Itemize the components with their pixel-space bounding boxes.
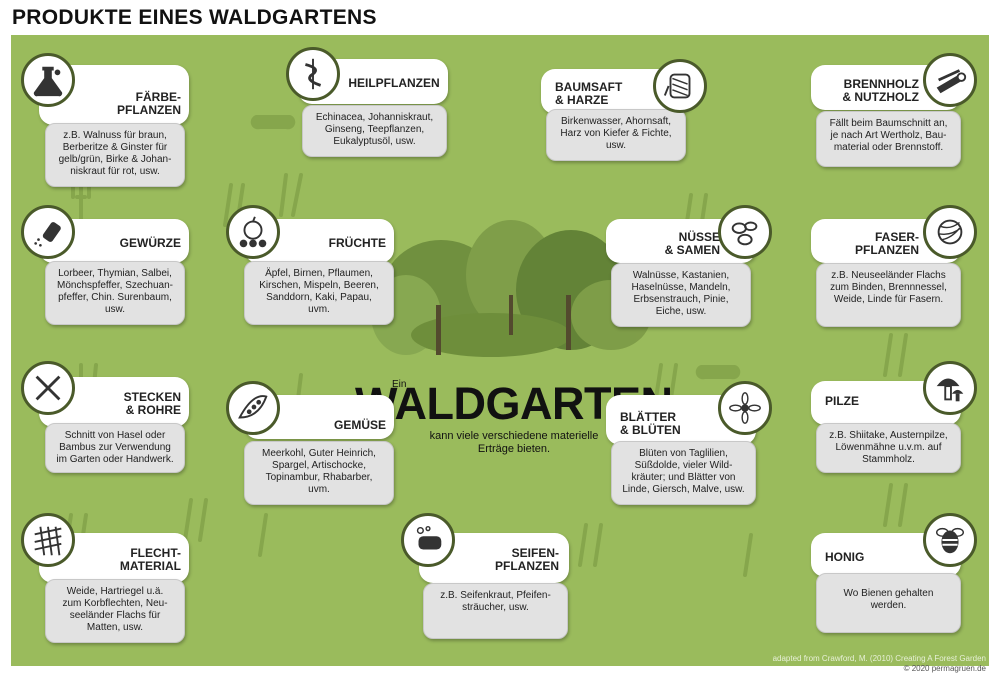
card-text: z.B. Walnuss für braun, Berberitze & Gin… — [45, 123, 185, 187]
card-text: Birkenwasser, Ahornsaft, Harz von Kiefer… — [546, 109, 686, 161]
card-text: Wo Bienen gehalten werden. — [816, 573, 961, 633]
diagram-canvas: Ein WALDGARTEN kann viele verschiedene m… — [11, 35, 989, 666]
caduceus-icon — [286, 47, 340, 101]
center-kicker: Ein — [392, 379, 407, 390]
card-title: SEIFEN- PFLANZEN — [495, 546, 559, 573]
card-text: Schnitt von Hasel oder Bambus zur Verwen… — [45, 423, 185, 473]
dye-flask-icon — [21, 53, 75, 107]
card-title: BRENNHOLZ & NUTZHOLZ — [842, 77, 919, 104]
card-text: Walnüsse, Kastanien, Haselnüsse, Mandeln… — [611, 263, 751, 327]
center-subtitle: kann viele verschiedene materielle Erträ… — [429, 430, 599, 455]
card-title: FASER- PFLANZEN — [855, 230, 919, 257]
pea-pod-icon — [226, 381, 280, 435]
card-title: STECKEN & ROHRE — [123, 390, 181, 417]
card-text: Äpfel, Birnen, Pflaumen, Kirschen, Mispe… — [244, 261, 394, 325]
card-title: HONIG — [825, 550, 865, 564]
card-title: NÜSSE & SAMEN — [664, 230, 720, 257]
card-text: Weide, Hartriegel u.ä. zum Korbflechten,… — [45, 579, 185, 643]
card-title: BLÄTTER & BLÜTEN — [620, 410, 681, 437]
bee-icon — [923, 513, 977, 567]
soap-icon — [401, 513, 455, 567]
background-decoration — [63, 115, 908, 577]
card-title: BAUMSAFT & HARZE — [555, 80, 623, 107]
card-title: FÄRBE- PFLANZEN — [117, 90, 181, 117]
leaf-flower-icon — [718, 381, 772, 435]
fruit-icon — [226, 205, 280, 259]
card-title: GEWÜRZE — [119, 236, 181, 250]
mushroom-icon — [923, 361, 977, 415]
card-text: z.B. Neuseeländer Flachs zum Binden, Bre… — [816, 263, 961, 327]
card-title: FLECHT- MATERIAL — [119, 546, 181, 573]
spice-shaker-icon — [21, 205, 75, 259]
weave-icon — [21, 513, 75, 567]
card-text: Meerkohl, Guter Heinrich, Spargel, Artis… — [244, 441, 394, 505]
credit: adapted from Crawford, M. (2010) Creatin… — [772, 654, 986, 663]
card-title: FRÜCHTE — [328, 236, 386, 250]
card-text: z.B. Seifenkraut, Pfeifen- sträucher, us… — [423, 583, 568, 639]
card-title: PILZE — [825, 394, 860, 408]
card-text: Fällt beim Baumschnitt an, je nach Art W… — [816, 111, 961, 167]
card-text: Lorbeer, Thymian, Salbei, Mönchspfeffer,… — [45, 261, 185, 325]
nuts-icon — [718, 205, 772, 259]
card-title: HEILPFLANZEN — [348, 76, 440, 90]
page-title: PRODUKTE EINES WALDGARTENS — [12, 6, 377, 29]
card-text: z.B. Shiitake, Austernpilze, Löwenmähne … — [816, 423, 961, 473]
firewood-icon — [923, 53, 977, 107]
card-text: Blüten von Taglilien, Süßdolde, vieler W… — [611, 441, 756, 505]
copyright: © 2020 permagruen.de — [903, 664, 986, 673]
card-title: GEMÜSE — [333, 418, 386, 432]
canes-icon — [21, 361, 75, 415]
card-text: Echinacea, Johanniskraut, Ginseng, Teepf… — [302, 105, 447, 157]
tree-tap-icon — [653, 59, 707, 113]
yarn-ball-icon — [923, 205, 977, 259]
